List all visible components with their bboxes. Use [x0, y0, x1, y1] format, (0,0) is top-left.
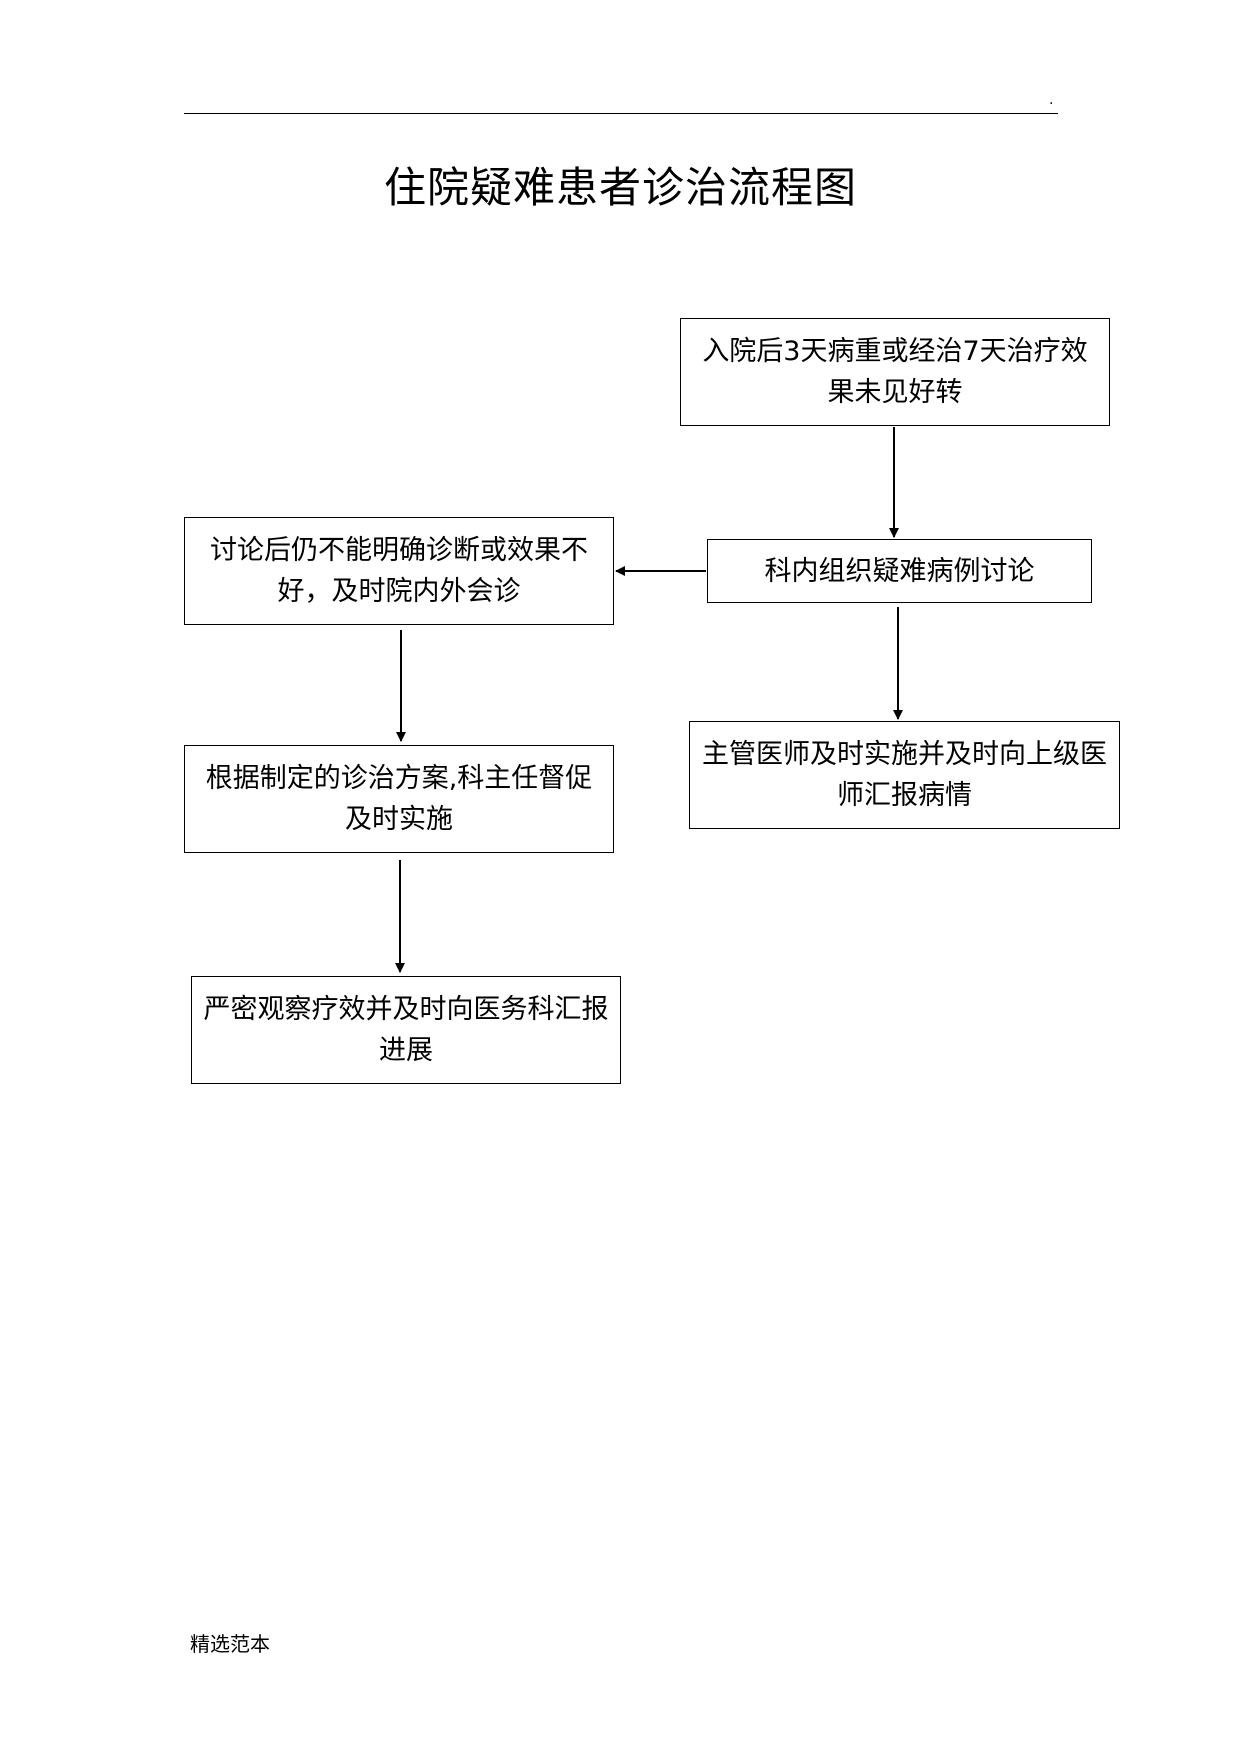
- node-consultation-label: 讨论后仍不能明确诊断或效果不好，及时院内外会诊: [210, 535, 588, 607]
- node-report-label: 主管医师及时实施并及时向上级医师汇报病情: [702, 739, 1107, 811]
- node-discussion-label: 科内组织疑难病例讨论: [764, 555, 1035, 587]
- node-plan: 根据制定的诊治方案,科主任督促及时实施: [184, 745, 614, 853]
- node-observe: 严密观察疗效并及时向医务科汇报进展: [191, 976, 621, 1084]
- footer-text: 精选范本: [190, 1632, 270, 1656]
- header-rule: [184, 113, 1058, 114]
- node-observe-label: 严密观察疗效并及时向医务科汇报进展: [203, 994, 609, 1066]
- node-consultation: 讨论后仍不能明确诊断或效果不好，及时院内外会诊: [184, 517, 614, 625]
- node-start-label: 入院后3天病重或经治7天治疗效果未见好转: [702, 336, 1088, 408]
- node-plan-label: 根据制定的诊治方案,科主任督促及时实施: [205, 763, 593, 835]
- page-title: 住院疑难患者诊治流程图: [383, 163, 857, 212]
- node-discussion: 科内组织疑难病例讨论: [707, 539, 1092, 603]
- node-report: 主管医师及时实施并及时向上级医师汇报病情: [689, 721, 1120, 829]
- node-start: 入院后3天病重或经治7天治疗效果未见好转: [680, 318, 1110, 426]
- header-dot: .: [1049, 92, 1054, 108]
